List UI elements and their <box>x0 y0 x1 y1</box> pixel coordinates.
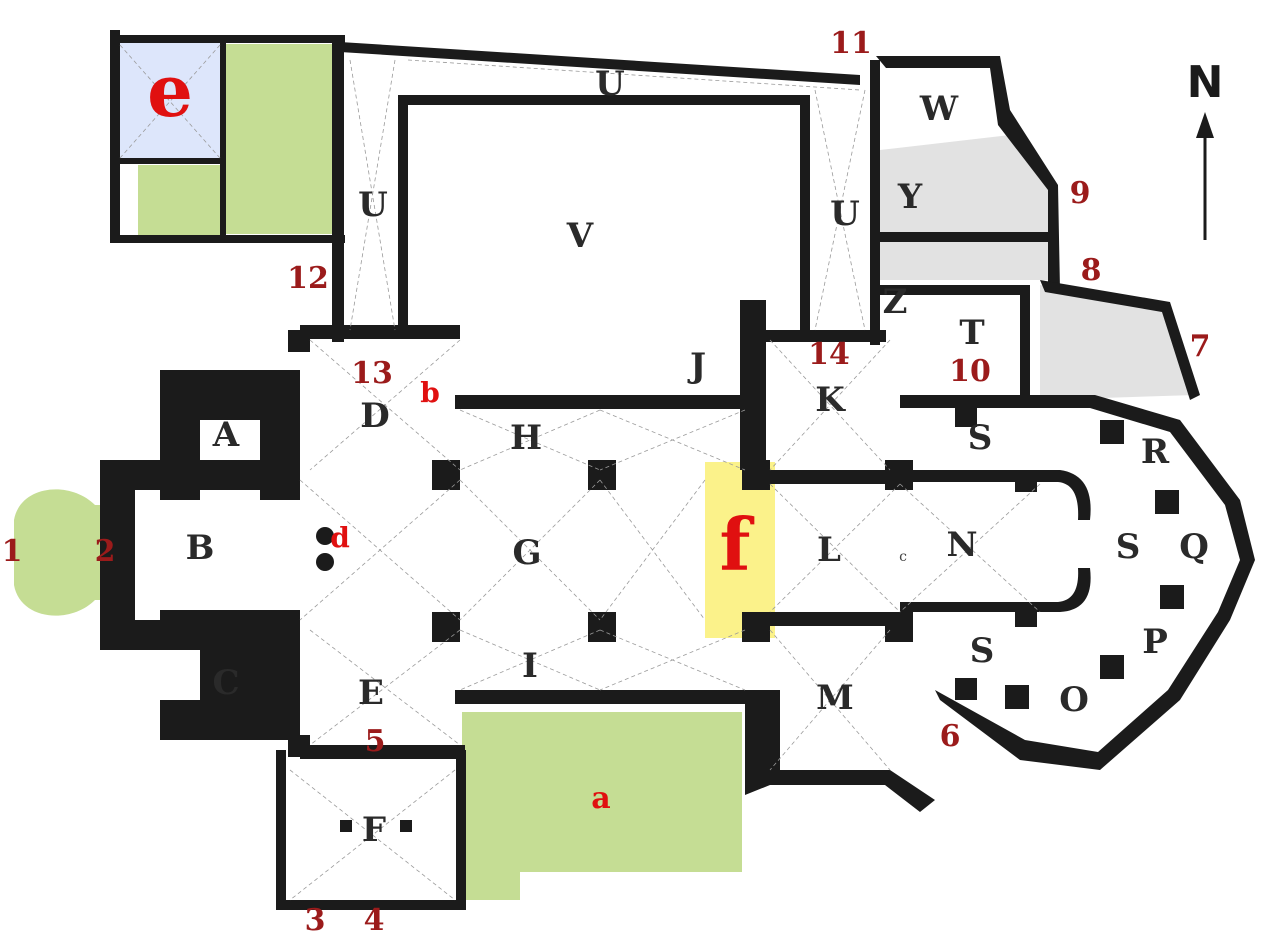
number-label-13: 13 <box>351 356 393 391</box>
grey-zone-east <box>1040 285 1195 400</box>
room-label-w: W <box>919 89 959 129</box>
yellow-zone-f <box>705 462 775 638</box>
number-label-4: 4 <box>364 903 385 938</box>
red-label-f: f <box>720 502 755 587</box>
number-label-7: 7 <box>1190 329 1211 364</box>
room-label-u-north: U <box>595 64 625 104</box>
walls <box>100 30 1255 910</box>
room-label-e: E <box>358 673 384 713</box>
room-label-s-south: S <box>970 631 995 671</box>
north-label: N <box>1187 57 1224 108</box>
room-label-q: Q <box>1179 527 1209 567</box>
room-label-p: P <box>1142 622 1168 662</box>
number-label-9: 9 <box>1070 176 1091 211</box>
room-label-d: D <box>360 396 389 436</box>
number-label-12: 12 <box>287 261 329 296</box>
number-label-1: 1 <box>2 534 23 569</box>
room-label-r: R <box>1141 432 1170 472</box>
room-label-z: Z <box>883 282 908 322</box>
room-label-b: B <box>186 528 215 568</box>
room-label-h: H <box>510 418 542 458</box>
room-label-u-west: U <box>358 185 388 225</box>
room-label-s-north: S <box>968 418 993 458</box>
number-label-5: 5 <box>365 724 386 759</box>
grey-zone-y <box>880 135 1058 280</box>
room-label-v: V <box>566 216 594 256</box>
room-label-g: G <box>512 533 541 573</box>
number-label-14: 14 <box>808 337 850 372</box>
piers <box>288 330 1184 832</box>
green-zone-a-lower <box>462 840 520 900</box>
room-label-y: Y <box>897 177 923 217</box>
number-label-10: 10 <box>949 354 991 389</box>
room-label-o: O <box>1059 680 1089 720</box>
number-label-6: 6 <box>940 719 961 754</box>
red-label-e: e <box>147 48 193 133</box>
room-label-k: K <box>815 380 846 420</box>
north-arrow-icon <box>1196 112 1214 138</box>
number-label-3: 3 <box>305 903 326 938</box>
room-label-f: F <box>362 810 386 850</box>
number-label-11: 11 <box>830 26 872 61</box>
number-labels: 1 2 3 4 5 6 7 8 9 10 11 12 13 14 <box>2 26 1211 938</box>
green-zone-northwest <box>222 44 340 234</box>
room-label-j: J <box>687 346 706 386</box>
number-label-2: 2 <box>95 534 116 569</box>
red-label-b: b <box>420 377 440 410</box>
room-label-a: A <box>212 415 240 455</box>
room-label-t: T <box>959 313 984 353</box>
green-zone-porch <box>14 489 118 616</box>
room-label-i: I <box>522 646 538 686</box>
room-label-m: M <box>816 678 854 718</box>
vault-ribs <box>119 44 1041 901</box>
room-label-u-east: U <box>830 194 860 234</box>
green-zone-northwest-lower <box>138 165 222 237</box>
north-arrow: N <box>1187 57 1224 240</box>
room-label-n: N <box>946 525 977 565</box>
crossing-mark: c <box>899 549 907 565</box>
red-labels: a b d e f <box>147 48 754 816</box>
number-label-8: 8 <box>1081 253 1102 288</box>
room-labels: A B C D E F G H I J K L M N O P Q R S S … <box>186 64 1209 850</box>
red-label-d: d <box>330 522 350 555</box>
room-label-s-east: S <box>1116 527 1141 567</box>
room-label-c: C <box>212 663 239 703</box>
red-label-a: a <box>591 781 610 816</box>
colored-zones <box>14 42 1195 900</box>
room-label-l: L <box>817 530 841 570</box>
